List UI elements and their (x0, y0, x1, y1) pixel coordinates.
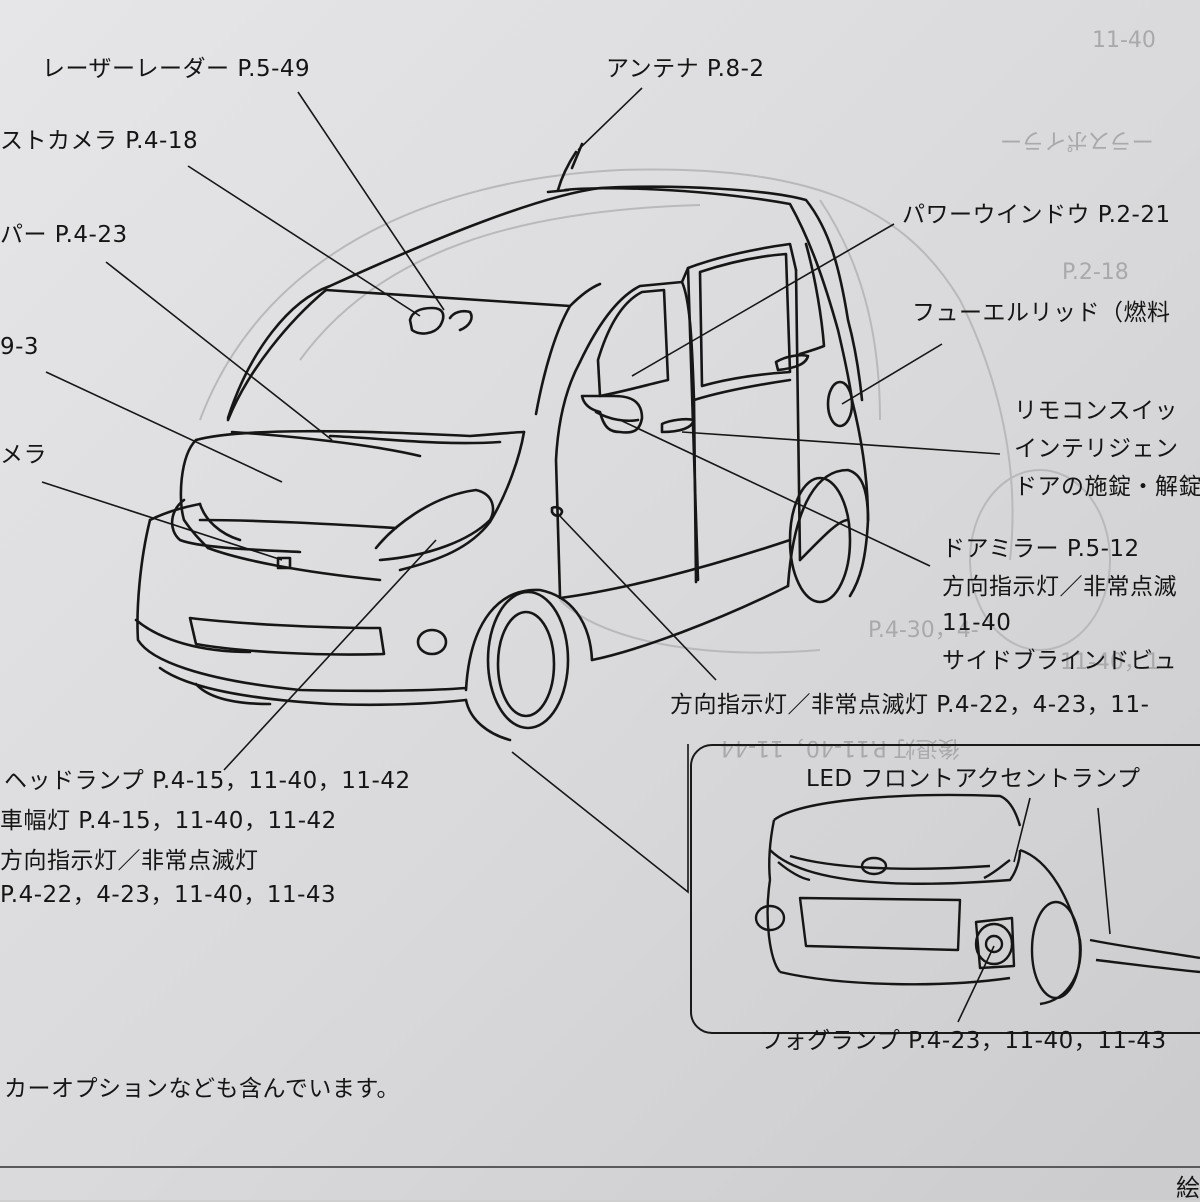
label-camera: メラ (0, 442, 47, 468)
label-turn-signal-side: 方向指示灯／非常点滅灯 P.4-22，4-23，11- (670, 692, 1150, 718)
label-door-lock: ドアの施錠・解錠 (1014, 474, 1200, 500)
label-turn-signal-mirror: 方向指示灯／非常点滅 (942, 574, 1177, 600)
label-intelligent: インテリジェン (1014, 436, 1179, 462)
show-through-text: 11-40，1 (1060, 650, 1160, 675)
label-turn-signal-front-pages: P.4-22，4-23，11-40，11-43 (0, 882, 337, 908)
label-door-mirror: ドアミラー P.5-12 (942, 536, 1140, 562)
show-through-text: 11-40 (1092, 28, 1156, 53)
label-antenna: アンテナ P.8-2 (606, 56, 765, 82)
label-position-lamp: 車幅灯 P.4-15，11-40，11-42 (0, 808, 337, 834)
label-assist-camera: ストカメラ P.4-18 (0, 128, 199, 154)
inset-frame (690, 744, 1200, 1034)
label-led-accent-lamp: LED フロントアクセントランプ (806, 766, 1141, 792)
label-remote-switch: リモコンスイッ (1014, 398, 1179, 424)
label-headlamp: ヘッドランプ P.4-15，11-40，11-42 (4, 768, 411, 794)
label-power-window: パワーウインドウ P.2-21 (902, 202, 1171, 228)
car-body (134, 142, 870, 742)
label-wiper: パー P.4-23 (0, 222, 128, 248)
label-turn-signal-front: 方向指示灯／非常点滅灯 (0, 848, 259, 874)
inset-front-view (754, 793, 1200, 1006)
page-rule (0, 1166, 1200, 1168)
show-through-text: P.4-30，4- (868, 618, 979, 643)
label-laser-radar: レーザーレーダー P.5-49 (42, 56, 311, 82)
label-side-blind-view: サイドブラインドビュ (942, 648, 1177, 674)
leader-lines (41, 87, 1111, 1023)
label-turn-signal-mirror-page: 11-40 (942, 610, 1012, 636)
label-fuel-lid: フューエルリッド（燃料 (912, 300, 1171, 326)
footnote: カーオプションなども含んでいます。 (4, 1076, 401, 1102)
show-through-text: P.2-18 (1062, 260, 1129, 285)
label-fog-lamp: フォグランプ P.4-23，11-40，11-43 (760, 1028, 1167, 1054)
label-ref-9-3: 9-3 (0, 334, 40, 360)
page-corner-text: 絵 (1176, 1174, 1200, 1202)
